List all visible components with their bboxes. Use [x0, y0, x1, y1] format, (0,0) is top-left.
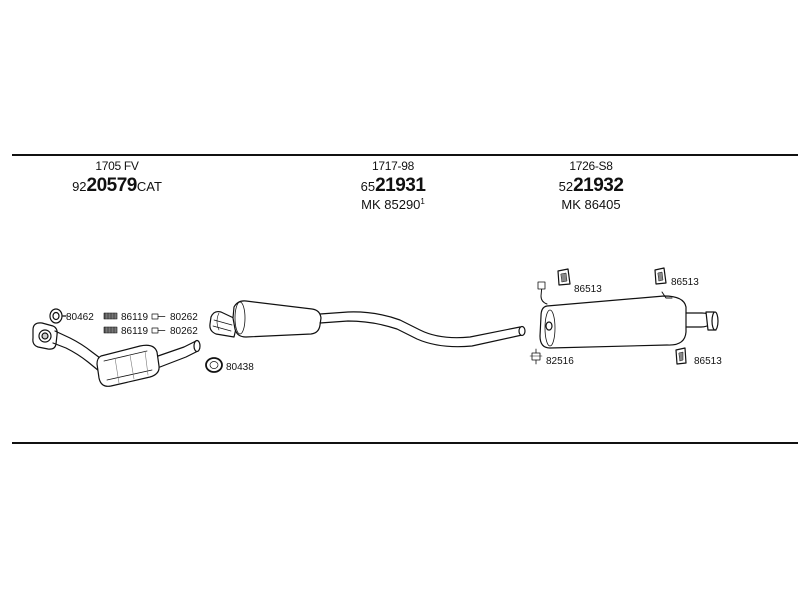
label-nut-2: 80262	[170, 326, 198, 337]
nut-icon	[151, 313, 166, 320]
label-nut-1: 80262	[170, 312, 198, 323]
rear-clamp-icon	[529, 348, 543, 365]
catalytic-converter-icon	[32, 322, 201, 387]
bottom-divider	[12, 442, 798, 444]
label-bolt-1: 86119	[121, 312, 149, 323]
section-header-rear-silencer: 1726-S8 5221932 MK 86405	[536, 160, 646, 211]
label-bolt-2: 86119	[121, 326, 149, 337]
middle-silencer-icon	[209, 300, 526, 348]
rubber-mount-icon	[675, 347, 687, 365]
ring-clamp-icon	[205, 357, 223, 373]
label-rubber-rear-left: 86513	[574, 284, 602, 295]
label-ring-clamp: 80438	[226, 362, 254, 373]
label-rubber-top-right: 86513	[671, 277, 699, 288]
bolt-icon	[103, 326, 118, 334]
section-header-catalyst: 1705 FV 9220579CAT	[62, 160, 172, 195]
reference-code: 1705 FV	[95, 159, 139, 173]
label-rubber-bottom-right: 86513	[694, 356, 722, 367]
front-clamp-icon	[49, 308, 67, 324]
mounting-kit: MK 86405	[561, 197, 621, 212]
part-number: 9220579CAT	[72, 175, 162, 196]
rubber-mount-icon	[557, 268, 571, 286]
rear-silencer-icon	[537, 281, 719, 349]
section-header-middle-silencer: 1717-98 6521931 MK 852901	[338, 160, 448, 211]
rubber-mount-icon	[654, 267, 667, 285]
top-divider	[12, 154, 798, 156]
label-rear-clamp: 82516	[546, 356, 574, 367]
part-number: 5221932	[558, 175, 624, 196]
reference-code: 1717-98	[372, 159, 414, 173]
part-number: 6521931	[360, 175, 426, 196]
mounting-kit: MK 852901	[361, 197, 425, 212]
nut-icon	[151, 327, 166, 334]
reference-code: 1726-S8	[569, 159, 613, 173]
bolt-icon	[103, 312, 118, 320]
label-front-clamp: 80462	[66, 312, 94, 323]
